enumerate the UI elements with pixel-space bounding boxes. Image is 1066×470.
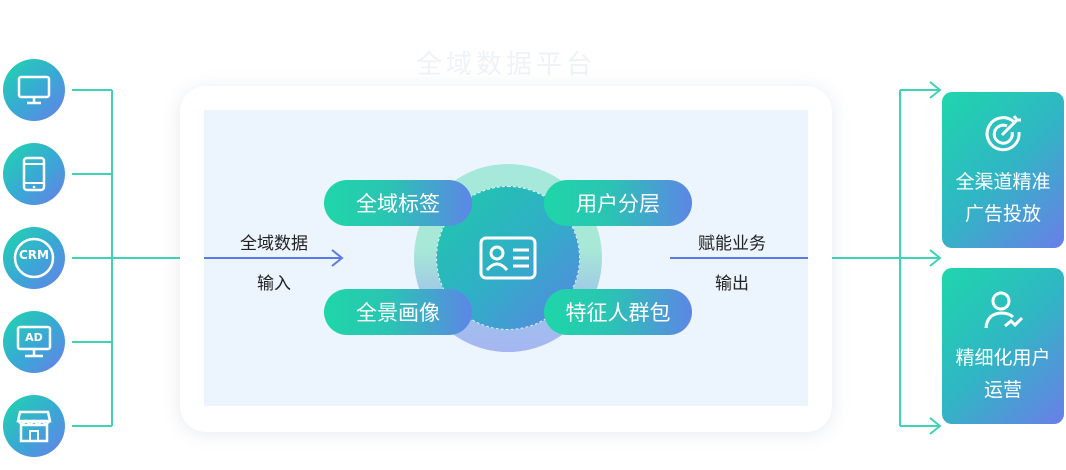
output-card-ads-line2: 广告投放 — [964, 203, 1041, 225]
input-arrow — [204, 249, 344, 267]
user-operation-icon — [984, 291, 1024, 329]
ad-label: AD — [25, 331, 43, 344]
input-label-line1: 全域数据 — [240, 234, 308, 254]
crm-label: CRM — [19, 248, 49, 262]
output-card-user-ops: 精细化用户 运营 — [942, 268, 1064, 424]
output-card-ads: 全渠道精准 广告投放 — [942, 92, 1064, 248]
module-pill-user-layering: 用户分层 — [544, 180, 692, 226]
input-label-line2: 输入 — [257, 274, 291, 294]
crm-icon: CRM — [3, 227, 65, 289]
store-icon — [3, 395, 65, 457]
output-card-user-ops-line1: 精细化用户 — [955, 347, 1051, 369]
output-line — [670, 257, 808, 259]
output-label-line2: 输出 — [715, 274, 749, 294]
monitor-icon — [3, 59, 65, 121]
module-pill-crowd-package: 特征人群包 — [544, 289, 692, 335]
output-card-user-ops-line2: 运营 — [983, 379, 1022, 401]
module-pill-portrait: 全景画像 — [324, 289, 472, 335]
target-icon — [985, 115, 1021, 152]
tablet-icon — [3, 143, 65, 205]
platform-title: 全域数据平台 — [415, 50, 596, 80]
id-card-icon — [479, 236, 537, 280]
module-pill-tags: 全域标签 — [324, 180, 472, 226]
output-card-ads-line1: 全渠道精准 — [955, 171, 1051, 193]
output-label-line1: 赋能业务 — [698, 234, 766, 254]
ad-screen-icon: AD — [3, 311, 65, 373]
